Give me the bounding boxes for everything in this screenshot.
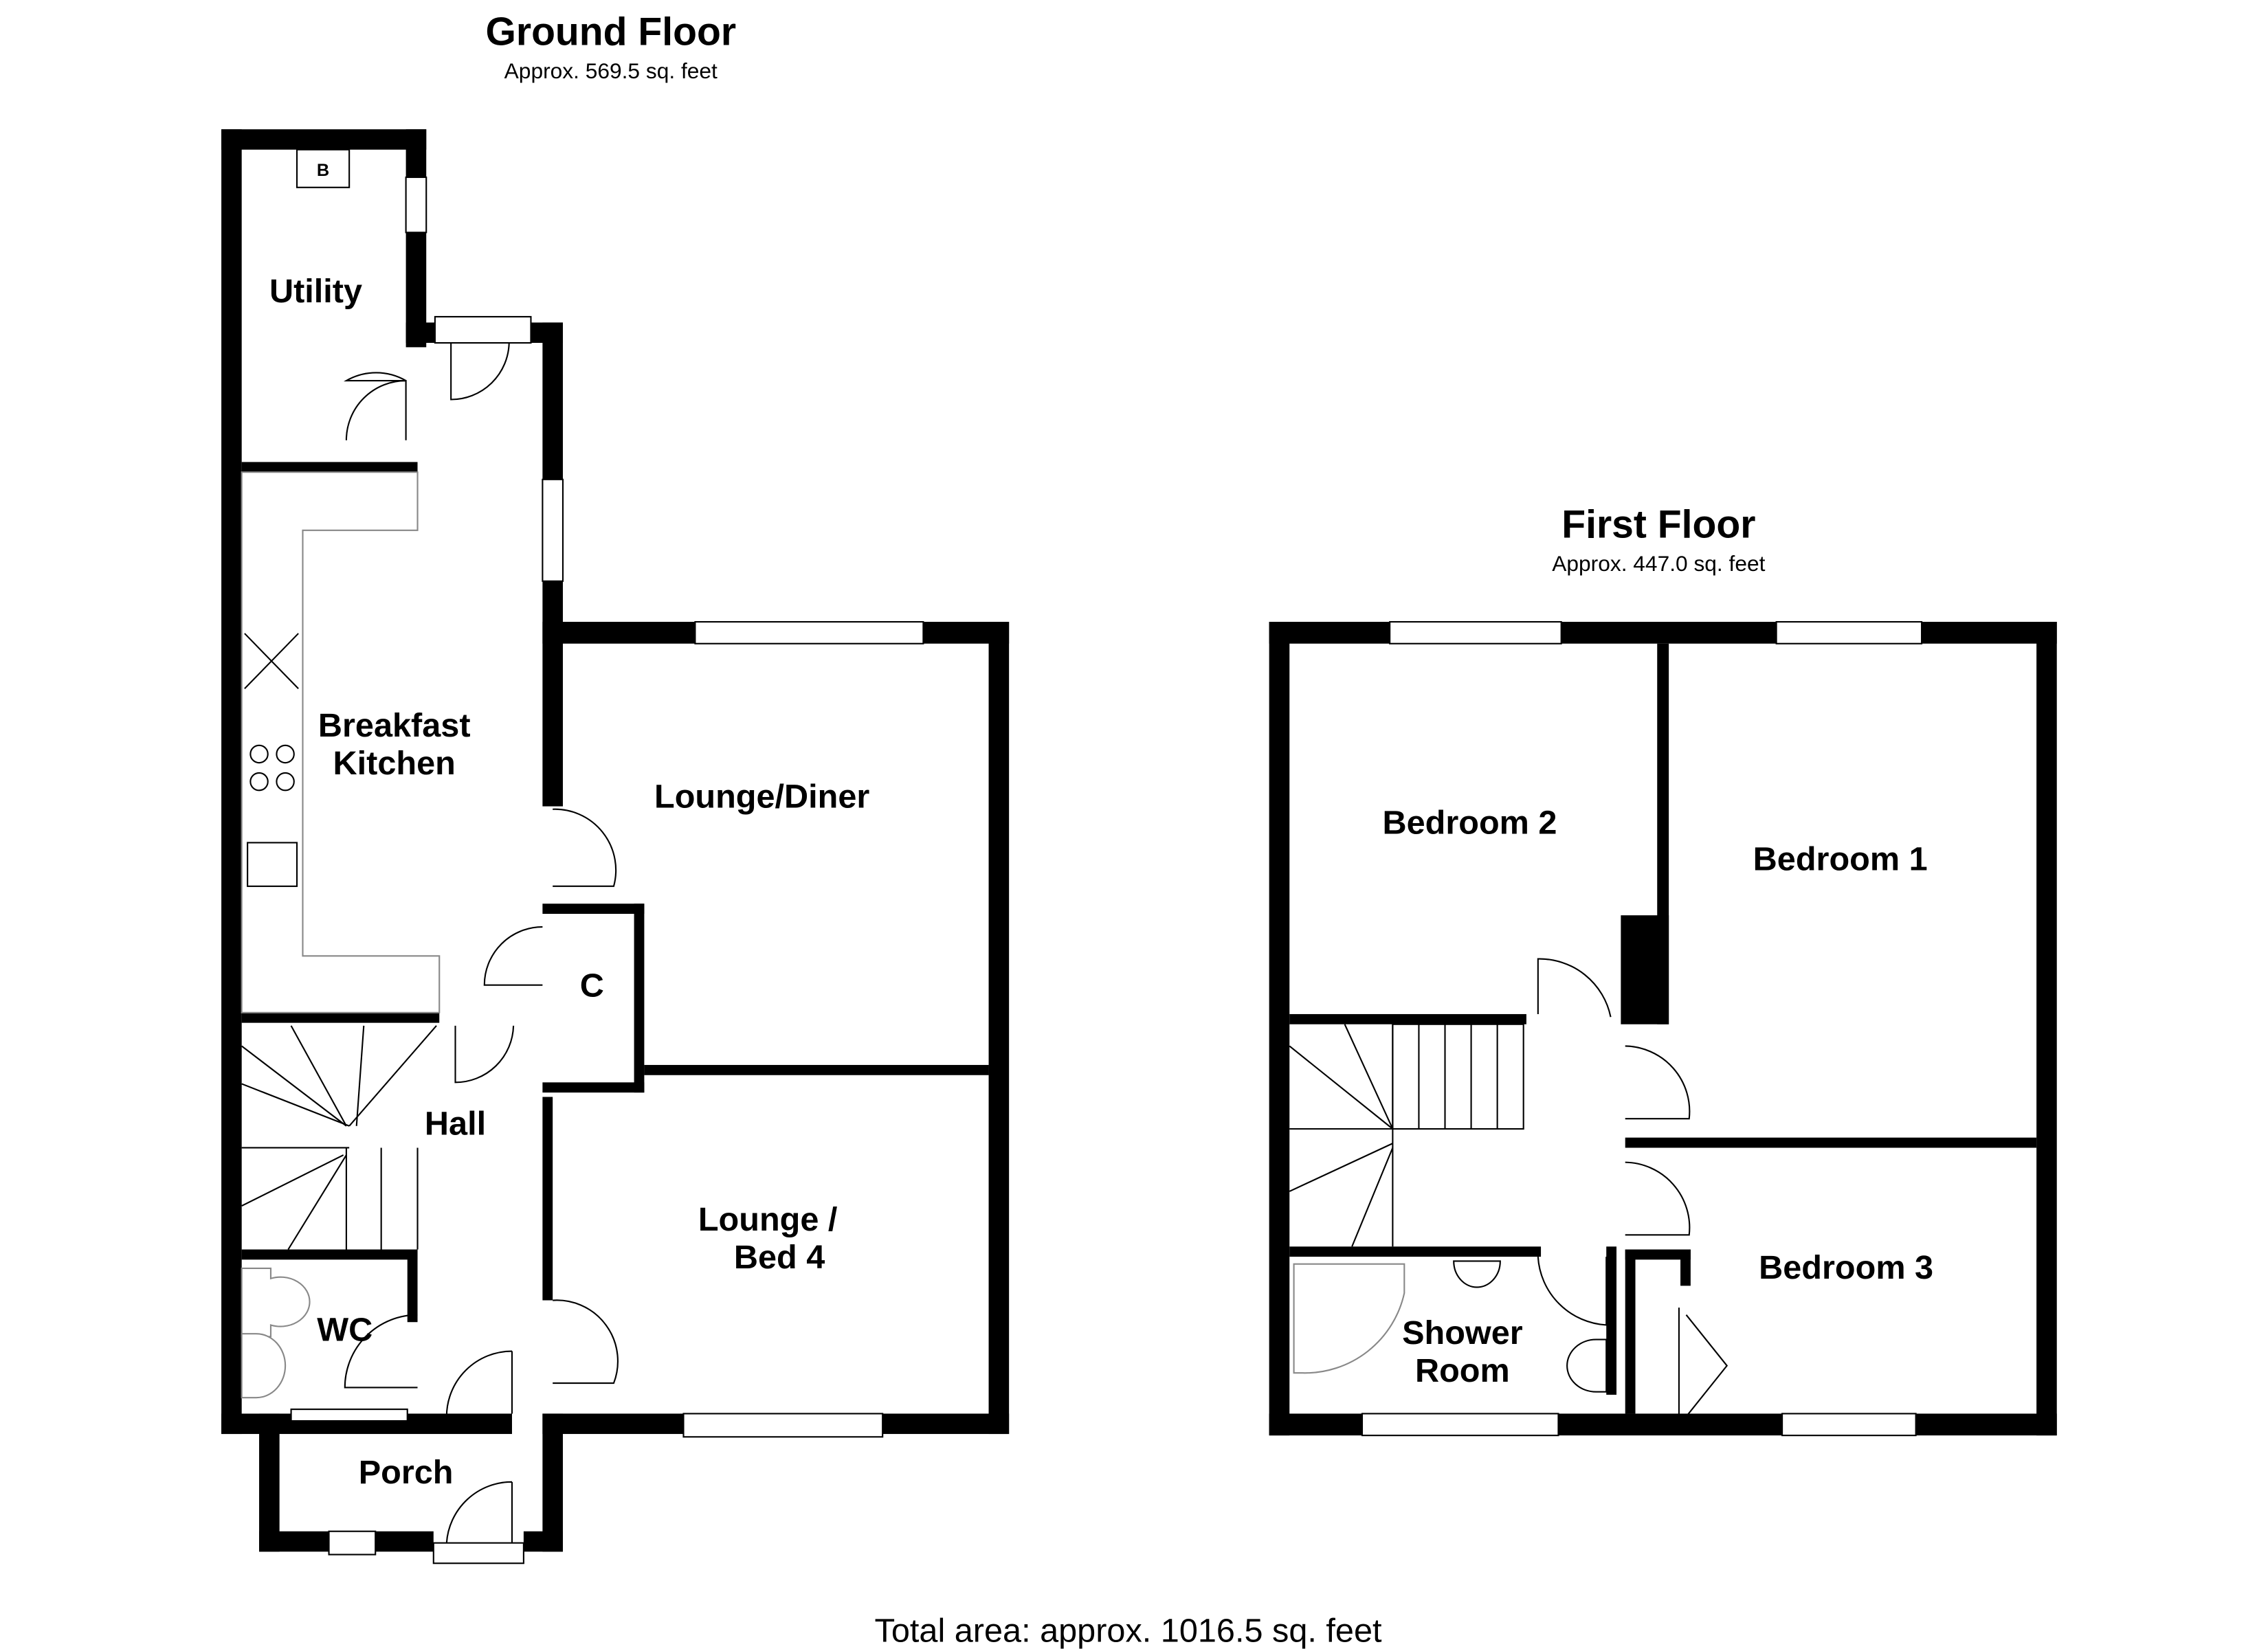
room-label-bedroom3: Bedroom 3 — [1759, 1249, 1933, 1286]
room-label-lounge-diner: Lounge/Diner — [654, 778, 869, 816]
room-label-shower-1: Shower — [1402, 1314, 1523, 1351]
wardrobe-doors[interactable] — [1678, 1308, 1728, 1417]
room-label-shower-2: Room — [1415, 1352, 1510, 1389]
room-label-lounge-bed4-1: Lounge / — [698, 1201, 838, 1238]
first-floor-title: First Floor — [1561, 502, 1755, 546]
kitchen-door[interactable] — [454, 1025, 515, 1084]
wc-door[interactable] — [344, 1314, 418, 1389]
total-area: Total area: approx. 1016.5 sq. feet — [875, 1612, 1382, 1649]
bedroom3-door[interactable] — [1625, 1161, 1691, 1236]
cupboard-door[interactable] — [483, 926, 543, 986]
staircase — [241, 1025, 437, 1250]
back-door[interactable] — [450, 343, 510, 401]
bedroom2-door[interactable] — [1537, 958, 1612, 1018]
room-label-hall: Hall — [425, 1105, 486, 1142]
porch-inner-door[interactable] — [445, 1350, 512, 1417]
room-label-kitchen-2: Kitchen — [333, 745, 456, 782]
front-door[interactable] — [445, 1481, 513, 1543]
bed4-door[interactable] — [553, 1299, 619, 1384]
first-floor-plan: Bedroom 2 Bedroom 1 Bedroom 3 Shower Roo… — [1269, 620, 2057, 1437]
room-label-kitchen-1: Breakfast — [318, 707, 471, 744]
lounge-diner-door[interactable] — [553, 808, 617, 887]
bedroom1-door[interactable] — [1625, 1045, 1691, 1120]
room-label-porch: Porch — [359, 1454, 454, 1491]
room-label-cupboard: C — [580, 967, 604, 1005]
first-floor-area: Approx. 447.0 sq. feet — [1552, 551, 1765, 576]
room-label-lounge-bed4-2: Bed 4 — [734, 1239, 825, 1276]
staircase-first-floor — [1289, 1023, 1524, 1247]
utility-door-swing — [345, 379, 407, 440]
room-label-bedroom2: Bedroom 2 — [1382, 805, 1557, 842]
room-label-bedroom1: Bedroom 1 — [1753, 841, 1928, 878]
shower-room-door[interactable] — [1537, 1257, 1608, 1326]
ground-floor-plan: B Utility Breakfast — [221, 129, 1010, 1564]
room-label-wc: WC — [317, 1312, 373, 1349]
room-label-utility: Utility — [269, 273, 362, 310]
utility-door[interactable] — [343, 372, 407, 382]
boiler-label: B — [317, 161, 329, 180]
ground-floor-area: Approx. 569.5 sq. feet — [504, 58, 718, 83]
ground-floor-title: Ground Floor — [485, 10, 736, 54]
